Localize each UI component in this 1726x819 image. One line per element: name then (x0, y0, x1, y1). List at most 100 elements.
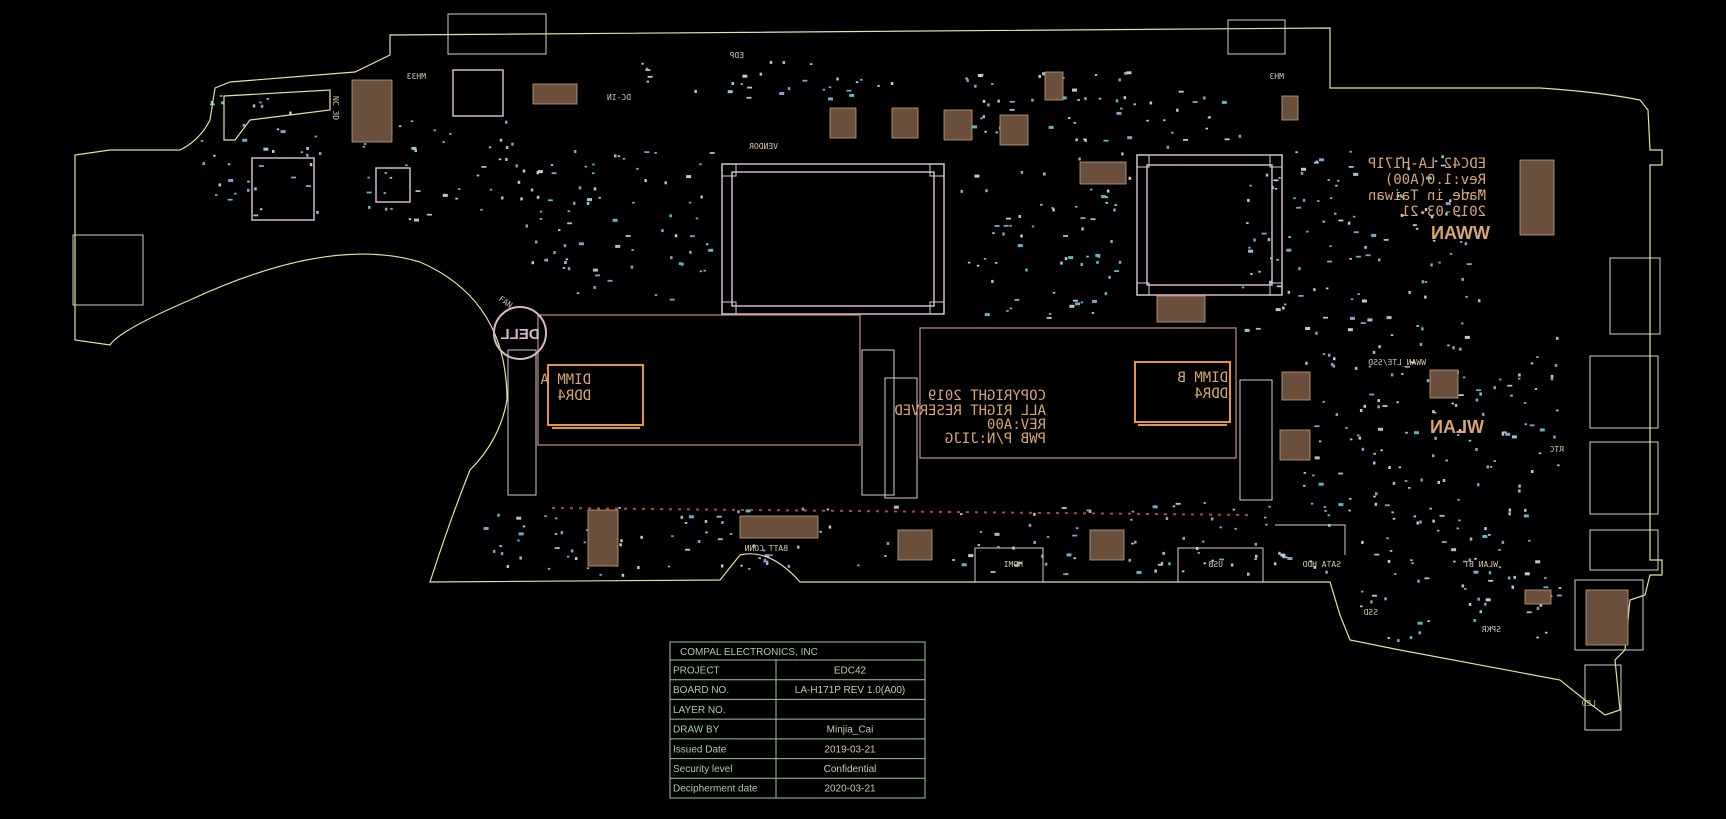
component-dot (1116, 111, 1122, 115)
component-dot (1060, 261, 1063, 265)
component-dot (1357, 293, 1360, 295)
component-dot (1488, 571, 1492, 575)
title-row-label: BOARD NO. (673, 685, 729, 696)
component-dot (1394, 573, 1397, 575)
component-dot (1518, 373, 1521, 377)
component-dot (1434, 160, 1438, 163)
component-dot (1392, 517, 1396, 520)
component-dot (685, 548, 691, 551)
component-dot (1374, 502, 1378, 506)
component-dot (1434, 436, 1437, 440)
component-dot (1550, 377, 1554, 381)
component-dot (1360, 605, 1363, 608)
component-dot (318, 152, 322, 155)
component-dot (684, 522, 688, 524)
component-dot (1329, 245, 1332, 248)
component-dot (984, 130, 987, 133)
component-dot (689, 235, 695, 238)
component-dot (759, 72, 763, 76)
component-dot (258, 165, 264, 167)
component-dot (1482, 412, 1485, 416)
component-dot (1020, 170, 1024, 174)
component-dot (1322, 353, 1326, 355)
component-dot (674, 234, 678, 238)
component-dot (598, 196, 601, 199)
component-dot (640, 535, 643, 539)
component-dot (1392, 481, 1396, 485)
component-dot (1104, 292, 1108, 296)
component-dot (384, 207, 388, 211)
component-dot (1404, 365, 1410, 368)
component-dot (525, 224, 528, 228)
component-dot (1407, 167, 1410, 171)
component-dot (1499, 378, 1502, 381)
component-dot (1523, 514, 1529, 518)
component-dot (1061, 96, 1067, 100)
component-dot (680, 515, 683, 519)
chip-left-large (251, 157, 315, 221)
component-dot (787, 87, 791, 91)
title-row-label: Security level (673, 764, 732, 775)
mh-ne-label: MH3 (1269, 72, 1284, 81)
component-dot (1387, 559, 1391, 563)
component-dot (1041, 554, 1044, 558)
component-dot (1371, 594, 1377, 597)
led-label: LED (1581, 699, 1596, 708)
component-dot (1230, 563, 1234, 567)
component-dot (1136, 571, 1142, 574)
component-dot (1531, 470, 1534, 473)
component-dot (644, 151, 650, 153)
component-dot (966, 78, 969, 82)
component-dot (1183, 139, 1188, 141)
component-dot (411, 146, 417, 150)
component-dot (985, 189, 988, 193)
component-dot (547, 199, 553, 202)
component-dot (1353, 172, 1359, 176)
component-dot (1441, 541, 1447, 543)
component-dot (1088, 511, 1092, 513)
component-dot (1254, 558, 1257, 560)
component-dot (699, 163, 702, 166)
component-dot (810, 63, 813, 65)
component-dot (1090, 218, 1096, 221)
component-dot (1081, 227, 1084, 231)
component-dot (591, 172, 595, 175)
component-dot (1372, 350, 1376, 354)
component-dot (586, 202, 590, 205)
component-dot (877, 85, 880, 87)
component-dot (544, 515, 547, 518)
board-info-line-2: Rev:1.0(A00) (1385, 172, 1486, 188)
component-dot (740, 564, 743, 567)
component-dot (1493, 460, 1497, 462)
component-dot (1474, 557, 1477, 560)
component-dot (1133, 103, 1136, 106)
component-dot (247, 180, 250, 183)
component-dot (997, 99, 1000, 103)
component-dot (709, 152, 715, 154)
component-dot (516, 516, 522, 520)
memory-edge-trace (551, 507, 1251, 516)
component-dot (1524, 572, 1530, 576)
component-dot (1327, 179, 1330, 181)
component-dot (1017, 244, 1023, 248)
component-dot (449, 133, 452, 135)
component-dot (1479, 392, 1482, 396)
component-dot (1375, 492, 1378, 496)
component-dot (1318, 440, 1322, 443)
component-dot (505, 146, 509, 149)
component-dot (1009, 307, 1013, 310)
component-dot (1545, 631, 1548, 634)
component-dot (1426, 379, 1430, 383)
component-dot (587, 198, 592, 202)
component-dot (846, 89, 852, 92)
component-dot (607, 279, 613, 282)
component-dot (1298, 295, 1304, 297)
component-dot (1219, 526, 1222, 529)
component-dot (670, 256, 673, 260)
component-dot (1399, 194, 1403, 198)
component-dot (1303, 484, 1306, 487)
component-dot (1287, 557, 1293, 560)
component-dot (1348, 166, 1354, 168)
copyright-line-4: PWB P/N:JIJG (945, 431, 1046, 447)
component-dot (1353, 231, 1359, 234)
